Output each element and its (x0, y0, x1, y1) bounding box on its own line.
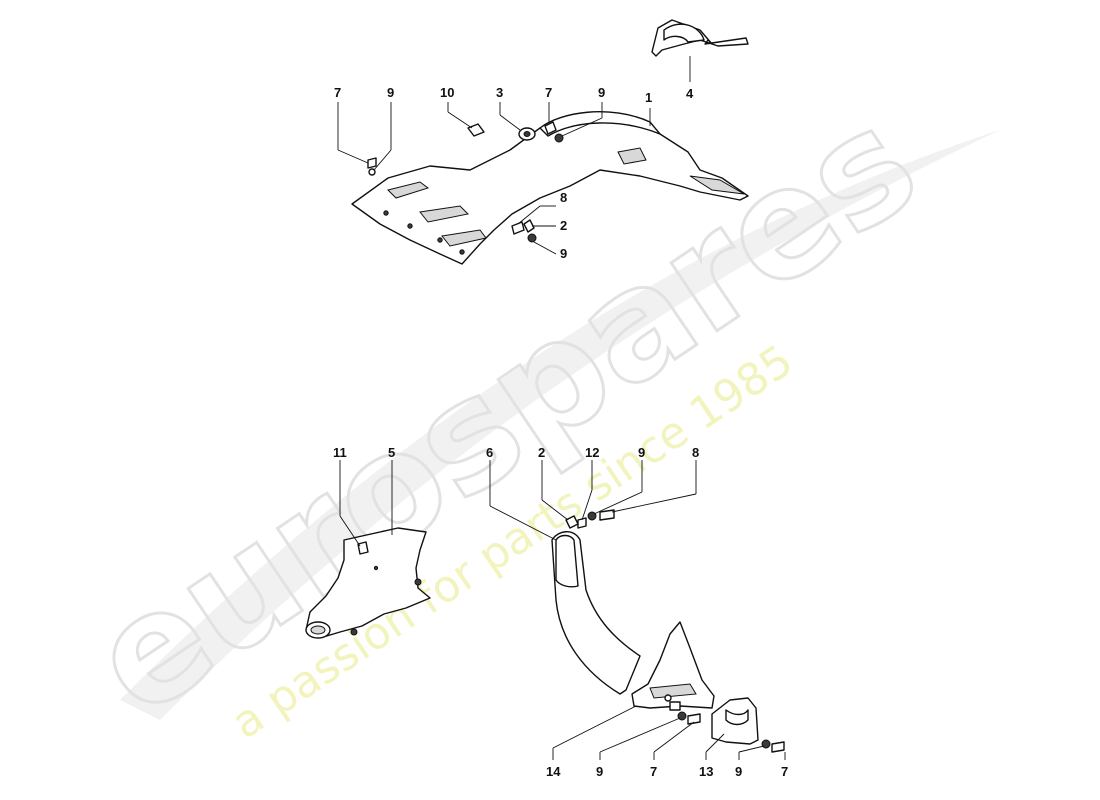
leader-lines (337, 56, 786, 760)
watermark-swoosh (120, 130, 1000, 720)
washer-9-left (368, 168, 376, 176)
clip-11 (357, 541, 369, 555)
bolt-8-lower (599, 509, 615, 521)
callout-label: 6 (486, 445, 493, 460)
callout-label: 7 (781, 764, 788, 779)
washer-9-upper (554, 133, 564, 143)
part-4-cover (651, 19, 749, 57)
callout-label: 9 (735, 764, 742, 779)
callout-label: 7 (334, 85, 341, 100)
washer-9-mid (527, 233, 537, 243)
callout-label: 11 (333, 445, 347, 460)
callout-label: 9 (638, 445, 645, 460)
callout-label: 5 (388, 445, 395, 460)
upper-hardware (367, 121, 564, 243)
callout-label: 13 (699, 764, 713, 779)
callout-label: 9 (560, 246, 567, 261)
nut-12 (577, 517, 587, 529)
callout-label: 10 (440, 85, 454, 100)
callout-label: 1 (645, 90, 652, 105)
part-13-plate (711, 697, 759, 745)
callout-label: 2 (538, 445, 545, 460)
callout-label: 7 (650, 764, 657, 779)
callout-label: 3 (496, 85, 503, 100)
callout-label: 8 (560, 190, 567, 205)
callout-label: 12 (585, 445, 599, 460)
callout-label: 14 (546, 764, 561, 779)
screw-7-left (367, 157, 377, 169)
callout-label: 9 (387, 85, 394, 100)
callout-label: 8 (692, 445, 699, 460)
grommet-10 (467, 123, 485, 137)
part-1-wheel-housing (351, 111, 749, 265)
callout-labels: 1 4 7 9 10 3 7 9 8 2 9 11 5 6 2 12 9 8 1… (333, 85, 788, 779)
screw-7-upper (544, 121, 557, 135)
callout-label: 7 (545, 85, 552, 100)
washer-9-b (761, 739, 771, 749)
callout-label: 2 (560, 218, 567, 233)
callout-label: 9 (598, 85, 605, 100)
clip-2-mid (523, 219, 535, 233)
bolt-7-b (771, 741, 785, 753)
part-5-duct (305, 527, 431, 639)
callout-label: 4 (686, 86, 694, 101)
part-14-bracket (631, 621, 715, 711)
callout-label: 9 (596, 764, 603, 779)
bolt-7-a (687, 713, 701, 725)
part-6-hose (551, 531, 641, 695)
lower-hardware (565, 509, 785, 753)
